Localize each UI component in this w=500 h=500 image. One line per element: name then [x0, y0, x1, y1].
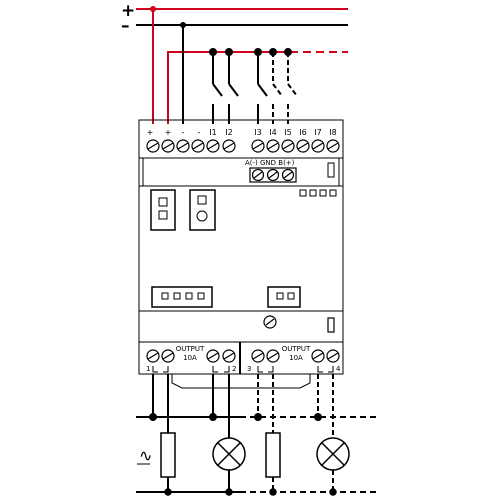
plc-module: [138, 119, 344, 389]
front-panel: [150, 189, 337, 308]
supply-rails: + –: [121, 1, 348, 124]
output-title: OUTPUT: [176, 345, 205, 353]
output-number: 1: [146, 365, 150, 373]
junction-dot: [254, 413, 262, 421]
plus-rail-label: +: [121, 1, 135, 21]
output-number: 4: [336, 365, 341, 373]
terminal-label: I8: [329, 128, 336, 137]
terminal-label: I5: [284, 128, 291, 137]
switch-i4: [272, 52, 283, 124]
lower-panel: [138, 310, 344, 343]
port-left: [150, 189, 176, 231]
lower-panel-details: [263, 315, 335, 333]
output-terminals: OUTPUT 10A OUTPUT 10A 1 2 3 4: [146, 345, 341, 373]
output-title: OUTPUT: [282, 345, 311, 353]
resistive-load: [265, 432, 281, 478]
junction-dot: [149, 413, 157, 421]
load-wiring: [136, 374, 380, 493]
ac-source-icon: ∿: [139, 446, 152, 465]
junction-dot: [209, 413, 217, 421]
output-rating: 10A: [183, 354, 197, 362]
led-indicator: [319, 189, 327, 197]
led-indicator: [299, 189, 307, 197]
top-screw-terminals: [146, 139, 340, 153]
led-indicator: [329, 189, 337, 197]
terminal-label: I6: [299, 128, 306, 137]
minus-rail-label: –: [121, 16, 130, 36]
bus-label: A(-) GND B(+): [245, 159, 295, 167]
input-switches: [209, 48, 298, 124]
switch-i3: [257, 52, 268, 124]
junction-dot: [225, 488, 233, 496]
terminal-label: I7: [314, 128, 321, 137]
bus-terminals: A(-) GND B(+): [245, 159, 335, 183]
status-window: [327, 162, 335, 178]
terminal-label: I4: [269, 128, 276, 137]
terminal-label: I3: [254, 128, 261, 137]
module-body: [138, 185, 344, 312]
reset-button[interactable]: [189, 189, 216, 231]
switch-i5: [287, 52, 298, 124]
lamp-icon: [212, 437, 246, 492]
lamp-icon: [316, 437, 350, 492]
output-number: 3: [247, 365, 251, 373]
input-common-feed: [167, 51, 290, 124]
led-indicator: [309, 189, 317, 197]
terminal-label: +: [147, 128, 154, 137]
terminal-label: +: [165, 128, 172, 137]
junction-dot: [150, 6, 156, 12]
output-rating: 10A: [289, 354, 303, 362]
status-window: [327, 317, 335, 333]
junction-dot: [329, 488, 337, 496]
terminal-label: -: [182, 128, 185, 137]
terminal-label: I2: [225, 128, 232, 137]
loads: [160, 432, 350, 496]
switch-i1: [212, 52, 223, 124]
terminal-label: I1: [209, 128, 216, 137]
resistive-load: [160, 432, 176, 478]
top-terminal-labels: + + - - I1 I2 I3 I4 I5 I6 I7 I8: [147, 128, 337, 137]
switch-i2: [228, 52, 239, 124]
junction-dot: [164, 488, 172, 496]
terminal-label: -: [198, 128, 201, 137]
junction-dot: [269, 488, 277, 496]
junction-dot: [314, 413, 322, 421]
expansion-connector-left: [151, 286, 213, 308]
expansion-connector-right: [267, 286, 301, 308]
junction-dot: [180, 22, 186, 28]
output-number: 2: [232, 365, 236, 373]
